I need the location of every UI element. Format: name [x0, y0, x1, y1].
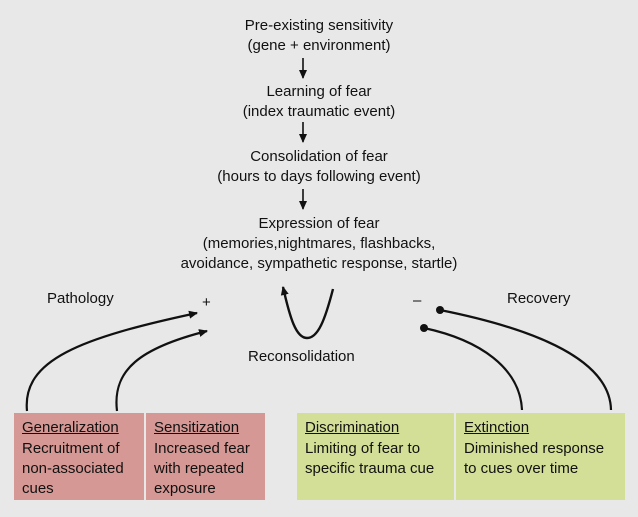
- reconsolidation-loop: [280, 286, 335, 340]
- box-heading: Sensitization: [154, 419, 240, 436]
- extinction-end-dot: [436, 306, 444, 314]
- box-text: Recruitment of non-associated cues: [22, 440, 124, 497]
- step-title: Expression of fear: [258, 215, 380, 232]
- step-consolidation-of-fear: Consolidation of fear (hours to days fol…: [0, 147, 638, 187]
- discrimination-end-dot: [420, 324, 428, 332]
- reconsolidation-label: Reconsolidation: [248, 348, 355, 365]
- generalization-box: Generalization Recruitment of non-associ…: [14, 413, 144, 500]
- discrimination-curve: [423, 326, 524, 411]
- recovery-label: Recovery: [507, 290, 571, 307]
- box-text: Diminished response to cues over time: [464, 440, 605, 477]
- extinction-curve: [439, 308, 613, 411]
- box-text: Limiting of fear to specific trauma cue: [305, 440, 435, 477]
- step-title: Pre-existing sensitivity: [244, 17, 394, 34]
- box-heading: Discrimination: [305, 419, 400, 436]
- box-heading: Generalization: [22, 419, 119, 436]
- box-heading: Extinction: [464, 419, 530, 436]
- minus-sign: –: [413, 292, 422, 309]
- step-title: Learning of fear: [266, 83, 372, 100]
- pathology-label: Pathology: [47, 290, 114, 307]
- discrimination-box: Discrimination Limiting of fear to speci…: [297, 413, 454, 500]
- step-learning-of-fear: Learning of fear (index traumatic event): [0, 82, 638, 122]
- extinction-box: Extinction Diminished response to cues o…: [456, 413, 625, 500]
- step-title: Consolidation of fear: [250, 148, 388, 165]
- box-text: Increased fear with repeated exposure: [154, 440, 250, 497]
- step-detail: (memories,nightmares, flashbacks,: [202, 235, 436, 252]
- sensitization-arrow: [115, 329, 208, 412]
- step-pre-existing-sensitivity: Pre-existing sensitivity (gene + environ…: [0, 16, 638, 56]
- generalization-arrow: [25, 310, 198, 412]
- step-detail: (index traumatic event): [242, 103, 396, 120]
- step-expression-of-fear: Expression of fear (memories,nightmares,…: [0, 214, 638, 274]
- step-detail: (hours to days following event): [217, 168, 421, 185]
- sensitization-box: Sensitization Increased fear with repeat…: [146, 413, 265, 500]
- step-detail: (gene + environment): [247, 37, 391, 54]
- plus-sign: +: [202, 294, 211, 311]
- step-detail-continued: avoidance, sympathetic response, startle…: [180, 255, 458, 272]
